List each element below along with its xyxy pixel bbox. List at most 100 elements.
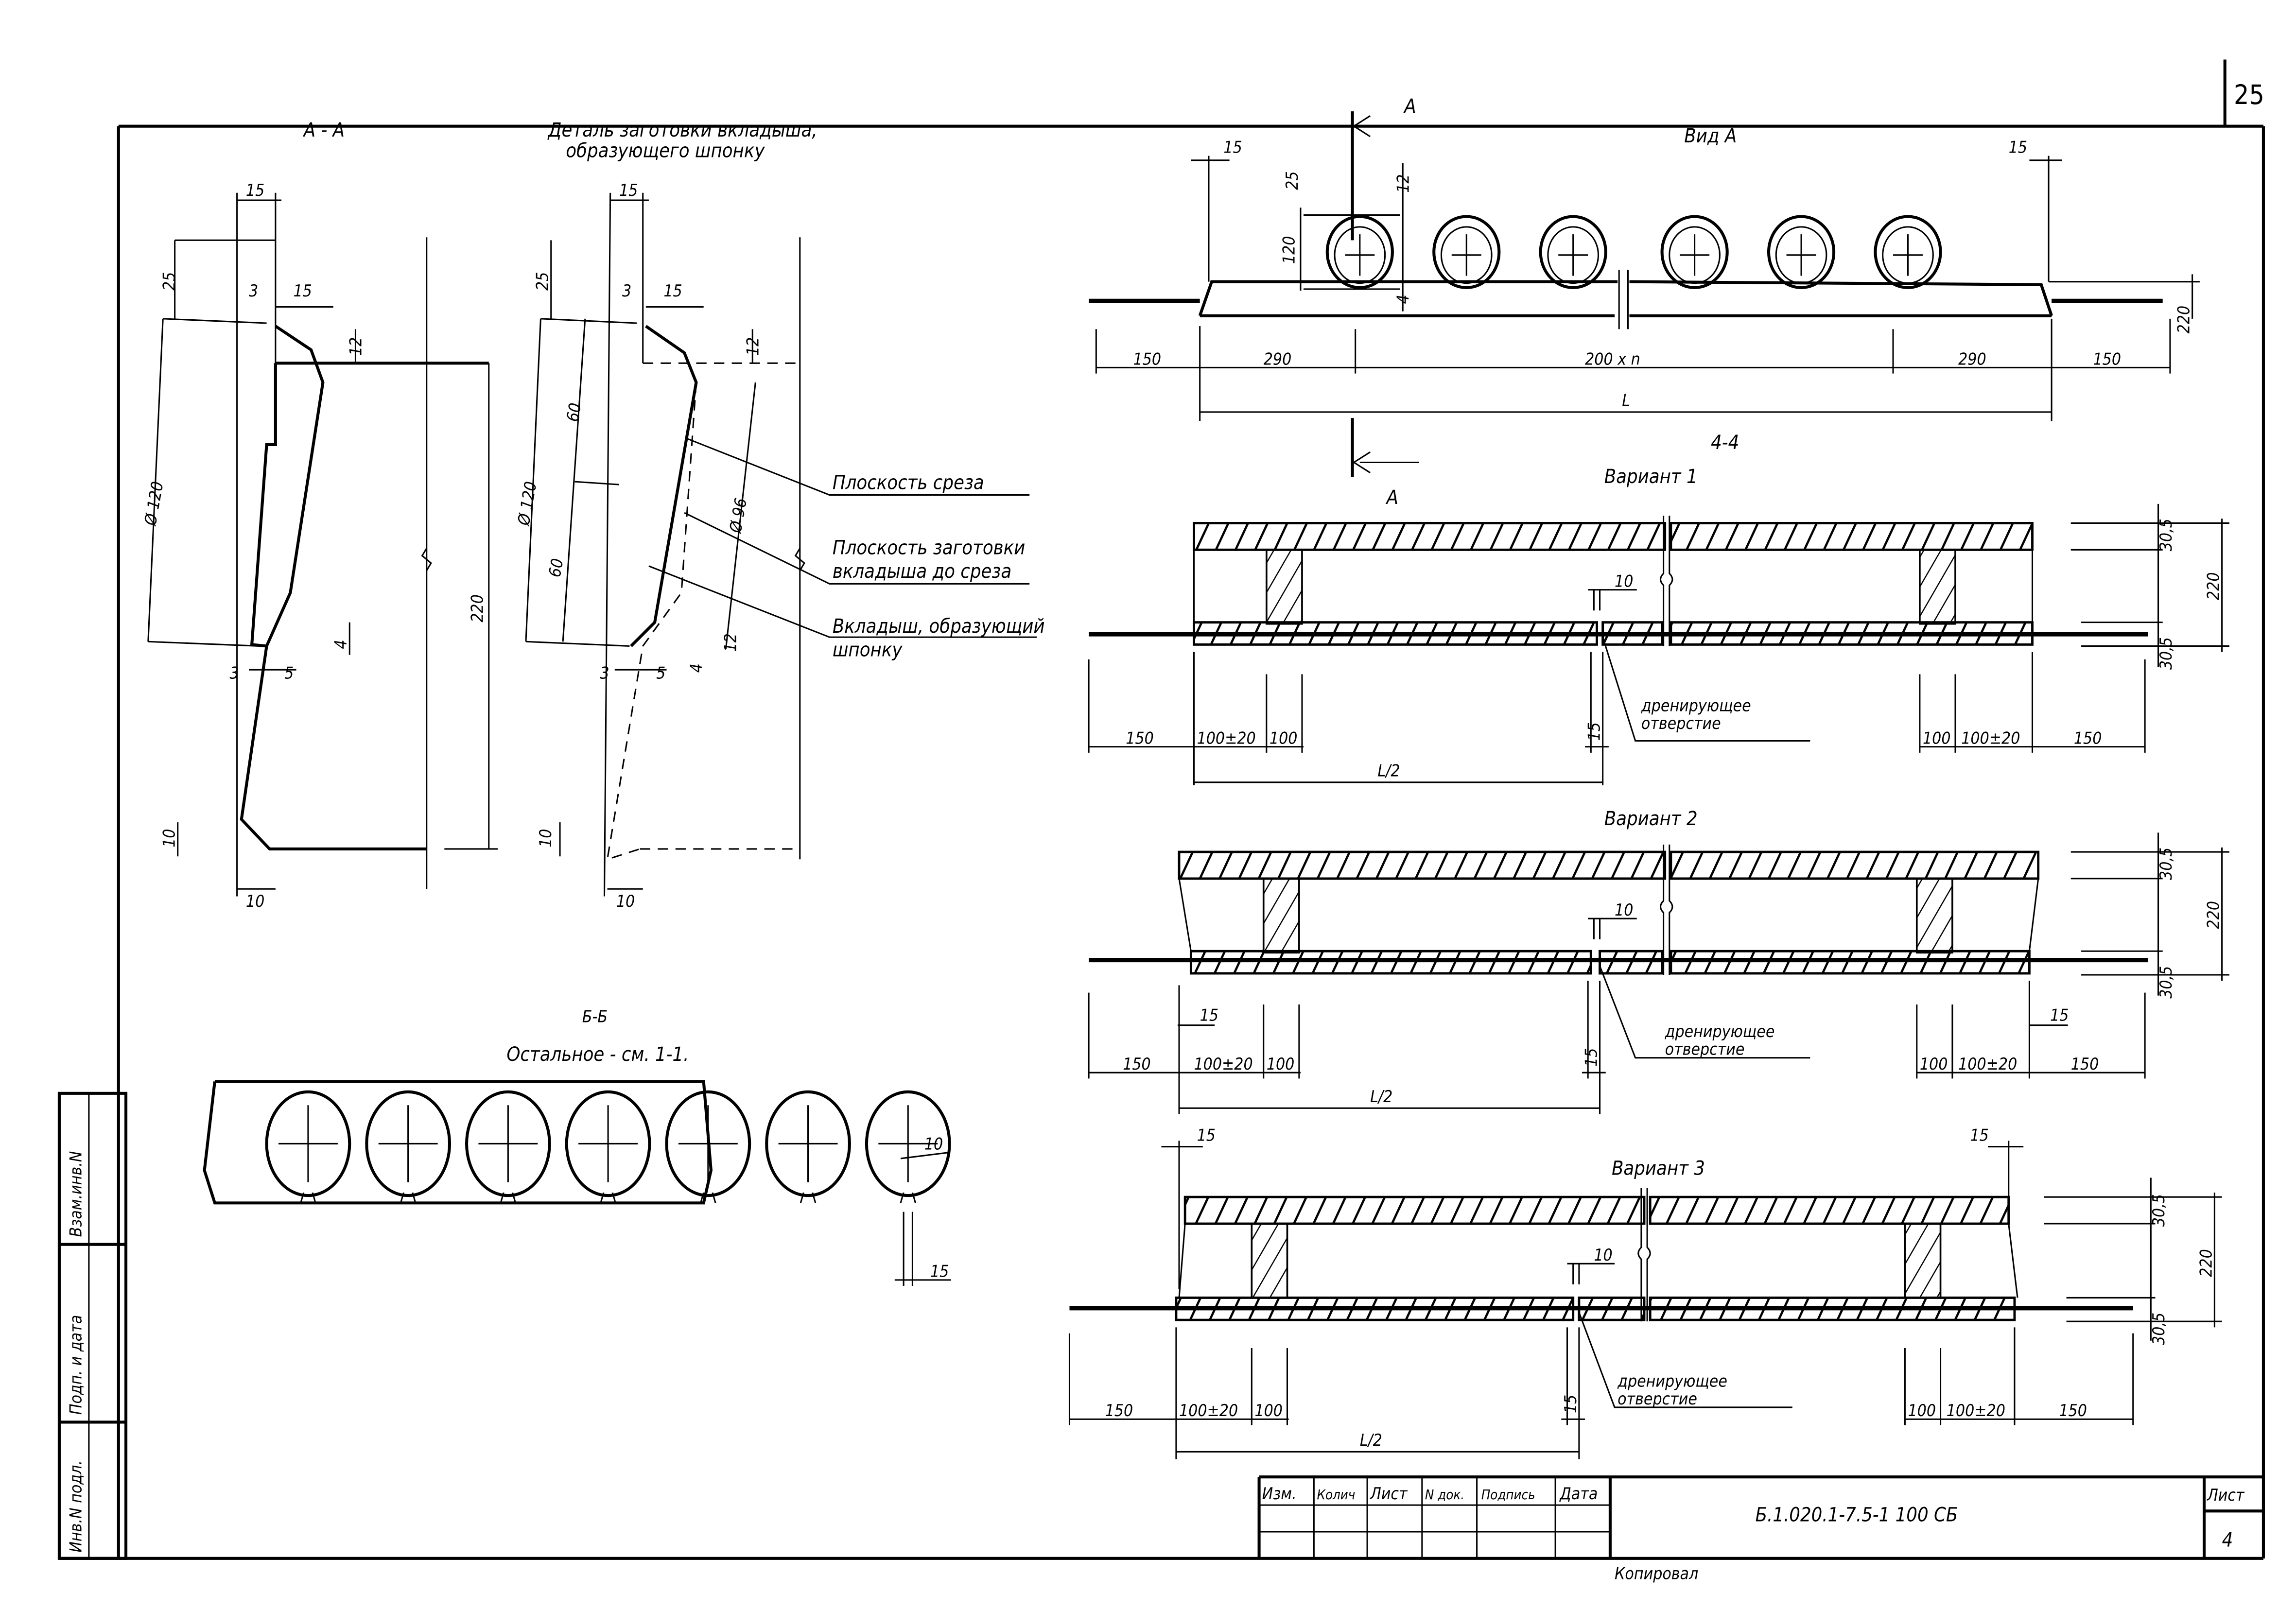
title-block: Изм. Колич Лист N док. Подпись Дата Б.1.… xyxy=(1257,1475,2263,1583)
section-bb-hole xyxy=(465,1090,551,1203)
section-bb: Б-Б Остальное - см. 1-1. 15 10 xyxy=(203,1007,951,1286)
detail-dim-3: 3 xyxy=(622,281,631,300)
view-a-dim-4: 4 xyxy=(1393,294,1412,304)
v3-dim-150-right: 150 xyxy=(2059,1401,2087,1420)
side-stamp: Взам.инв.N Подп. и дата Инв.N подл. xyxy=(57,1091,128,1560)
view-a-dim-150-left: 150 xyxy=(1133,349,1162,368)
callout-insert-2: шпонку xyxy=(833,639,903,661)
tb-col-date: Дата xyxy=(1559,1484,1598,1503)
detail-dim-15-chamfer: 15 xyxy=(663,281,682,300)
tb-col-kol: Колич xyxy=(1317,1488,1355,1503)
v2-dim-100pm-right: 100±20 xyxy=(1958,1055,2017,1073)
aa-dim-12: 12 xyxy=(347,337,365,356)
section-aa-title: А - А xyxy=(303,119,345,141)
detail-dim-d120: Ø 120 xyxy=(514,480,540,528)
v3-drain-2: отверстие xyxy=(1618,1389,1697,1408)
v2-drain-2: отверстие xyxy=(1665,1040,1745,1059)
variant-3-title: Вариант 3 xyxy=(1612,1157,1705,1179)
v3-dim-10: 10 xyxy=(1594,1246,1612,1264)
view-a-dim-12: 12 xyxy=(1393,174,1412,192)
v3-dim-100pm-right: 100±20 xyxy=(1947,1401,2005,1420)
section-bb-hole xyxy=(565,1090,651,1203)
v2-dim-half: L/2 xyxy=(1370,1087,1392,1106)
section-bb-hole xyxy=(265,1090,351,1203)
section-bb-dim-15: 15 xyxy=(930,1262,949,1281)
section-bb-hole xyxy=(865,1090,951,1203)
view-a-hole xyxy=(1539,215,1607,289)
v2-dim-15-right: 15 xyxy=(2050,1005,2069,1024)
view-a-dim-220: 220 xyxy=(2174,306,2193,334)
variant-1: Вариант 1 30,5 220 30,5 10 xyxy=(1088,466,2229,785)
stamp-sign-date: Подп. и дата xyxy=(67,1315,86,1415)
stamp-orig-inv: Инв.N подл. xyxy=(67,1460,86,1553)
v3-dim-150-left: 150 xyxy=(1105,1401,1133,1420)
detail-title-1: Деталь заготовки вкладыша, xyxy=(547,119,818,141)
tb-col-izm: Изм. xyxy=(1262,1484,1297,1503)
view-a-hole xyxy=(1874,215,1942,289)
variant-2-title: Вариант 2 xyxy=(1604,808,1698,830)
detail-dim-10-v: 10 xyxy=(536,829,555,848)
v2-dim-220: 220 xyxy=(2204,901,2223,929)
v1-dim-220: 220 xyxy=(2204,572,2223,600)
detail-dim-5: 5 xyxy=(656,663,665,682)
v2-dim-bottom: 30,5 xyxy=(2157,966,2175,999)
aa-dim-5: 5 xyxy=(284,663,294,682)
view-a-hole xyxy=(1767,215,1836,289)
aa-dim-15-top: 15 xyxy=(246,181,264,200)
detail-title-2: образующего шпонку xyxy=(566,140,765,162)
section-marker-bottom: А xyxy=(1386,486,1398,509)
view-a-holes xyxy=(1325,215,1942,289)
v3-dim-15-mid: 15 xyxy=(1561,1395,1580,1413)
v1-drain-2: отверстие xyxy=(1641,714,1721,733)
view-a-hole xyxy=(1660,215,1729,289)
callout-cut-plane: Плоскость среза xyxy=(833,471,984,494)
section-bb-hole xyxy=(365,1090,452,1203)
view-a-hole xyxy=(1325,215,1394,289)
v2-dim-15-left: 15 xyxy=(1200,1005,1218,1024)
view-a-title: Вид А xyxy=(1684,125,1737,147)
v3-dim-15-top-right: 15 xyxy=(1970,1125,1988,1144)
callout-blank-plane-2: вкладыша до среза xyxy=(833,560,1011,583)
detail-dim-d96: Ø 96 xyxy=(726,497,750,535)
v2-dim-100pm-left: 100±20 xyxy=(1194,1055,1252,1073)
tb-designation: Б.1.020.1-7.5-1 100 СБ xyxy=(1756,1504,1958,1526)
detail-dim-10-h: 10 xyxy=(616,892,635,911)
v2-dim-150-right: 150 xyxy=(2071,1055,2099,1073)
tb-col-ndoc: N док. xyxy=(1425,1488,1464,1503)
view-a-dim-200n: 200 x n xyxy=(1585,349,1640,368)
page-number: 25 xyxy=(2234,79,2264,110)
view-a: Вид А А А 15 15 25 120 12 4 2 xyxy=(1089,95,2200,509)
v3-dim-top: 30,5 xyxy=(2149,1194,2168,1227)
v1-dim-100-right: 100 xyxy=(1923,729,1951,748)
v3-dim-bottom: 30,5 xyxy=(2149,1313,2168,1345)
v1-dim-half: L/2 xyxy=(1377,762,1400,780)
section-bb-dim-10: 10 xyxy=(924,1135,943,1154)
v3-dim-100pm-left: 100±20 xyxy=(1179,1401,1238,1420)
view-a-dim-L: L xyxy=(1622,391,1630,410)
v2-dim-10: 10 xyxy=(1615,900,1633,919)
v2-dim-100-right: 100 xyxy=(1920,1055,1948,1073)
callout-insert-1: Вкладыш, образующий xyxy=(833,615,1045,638)
aa-dim-15-chamfer: 15 xyxy=(293,281,312,300)
v1-dim-150-right: 150 xyxy=(2074,729,2102,748)
detail-dim-60-upper: 60 xyxy=(563,401,585,423)
tb-sheet-number: 4 xyxy=(2222,1529,2233,1551)
detail-dim-12-top: 12 xyxy=(743,337,762,356)
v3-dim-15-top-left: 15 xyxy=(1197,1125,1216,1144)
variant-1-title: Вариант 1 xyxy=(1604,466,1698,488)
section-bb-hole xyxy=(665,1090,751,1203)
detail-dim-3-bottom: 3 xyxy=(600,663,609,682)
view-a-dim-150-right: 150 xyxy=(2093,349,2121,368)
detail-dim-25: 25 xyxy=(533,272,552,291)
v3-dim-100-right: 100 xyxy=(1908,1401,1936,1420)
variant-3: Вариант 3 15 15 30,5 220 30,5 10 xyxy=(1068,1125,2222,1459)
aa-dim-220: 220 xyxy=(468,594,487,623)
v1-dim-10: 10 xyxy=(1615,572,1633,591)
aa-dim-10-v: 10 xyxy=(160,829,179,848)
v1-dim-100pm-left: 100±20 xyxy=(1197,729,1256,748)
v1-dim-15-mid: 15 xyxy=(1585,722,1604,741)
v3-drain-1: дренирующее xyxy=(1617,1371,1727,1390)
detail-dim-15-top: 15 xyxy=(619,181,638,200)
v1-dim-100-left: 100 xyxy=(1270,729,1298,748)
